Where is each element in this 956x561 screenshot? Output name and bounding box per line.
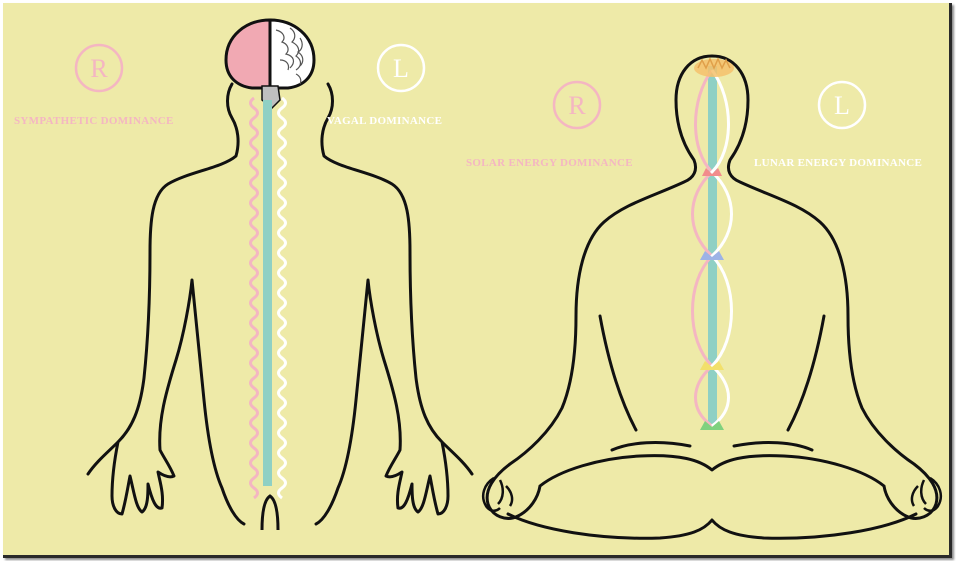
sympathetic-dominance-label: SYMPATHETIC DOMINANCE: [14, 115, 174, 127]
l-letter: L: [393, 54, 409, 83]
r-letter: R: [90, 54, 108, 83]
standing-figure: [88, 20, 472, 530]
standing-lunar-wave: [279, 98, 286, 498]
l-letter: L: [834, 91, 850, 120]
standing-legs-gap: [262, 496, 278, 530]
crown-chakra-icon: [694, 59, 734, 77]
lunar-energy-dominance-label: LUNAR ENERGY DOMINANCE: [754, 157, 922, 169]
vagal-dominance-label: VAGAL DOMINANCE: [327, 115, 442, 127]
r-letter: R: [568, 91, 586, 120]
standing-spine: [263, 100, 272, 486]
solar-energy-dominance-label: SOLAR ENERGY DOMINANCE: [466, 157, 633, 169]
seated-spine: [708, 66, 717, 426]
seated-figure: [483, 56, 941, 538]
brain-icon: [226, 20, 314, 108]
standing-solar-wave: [251, 98, 258, 498]
